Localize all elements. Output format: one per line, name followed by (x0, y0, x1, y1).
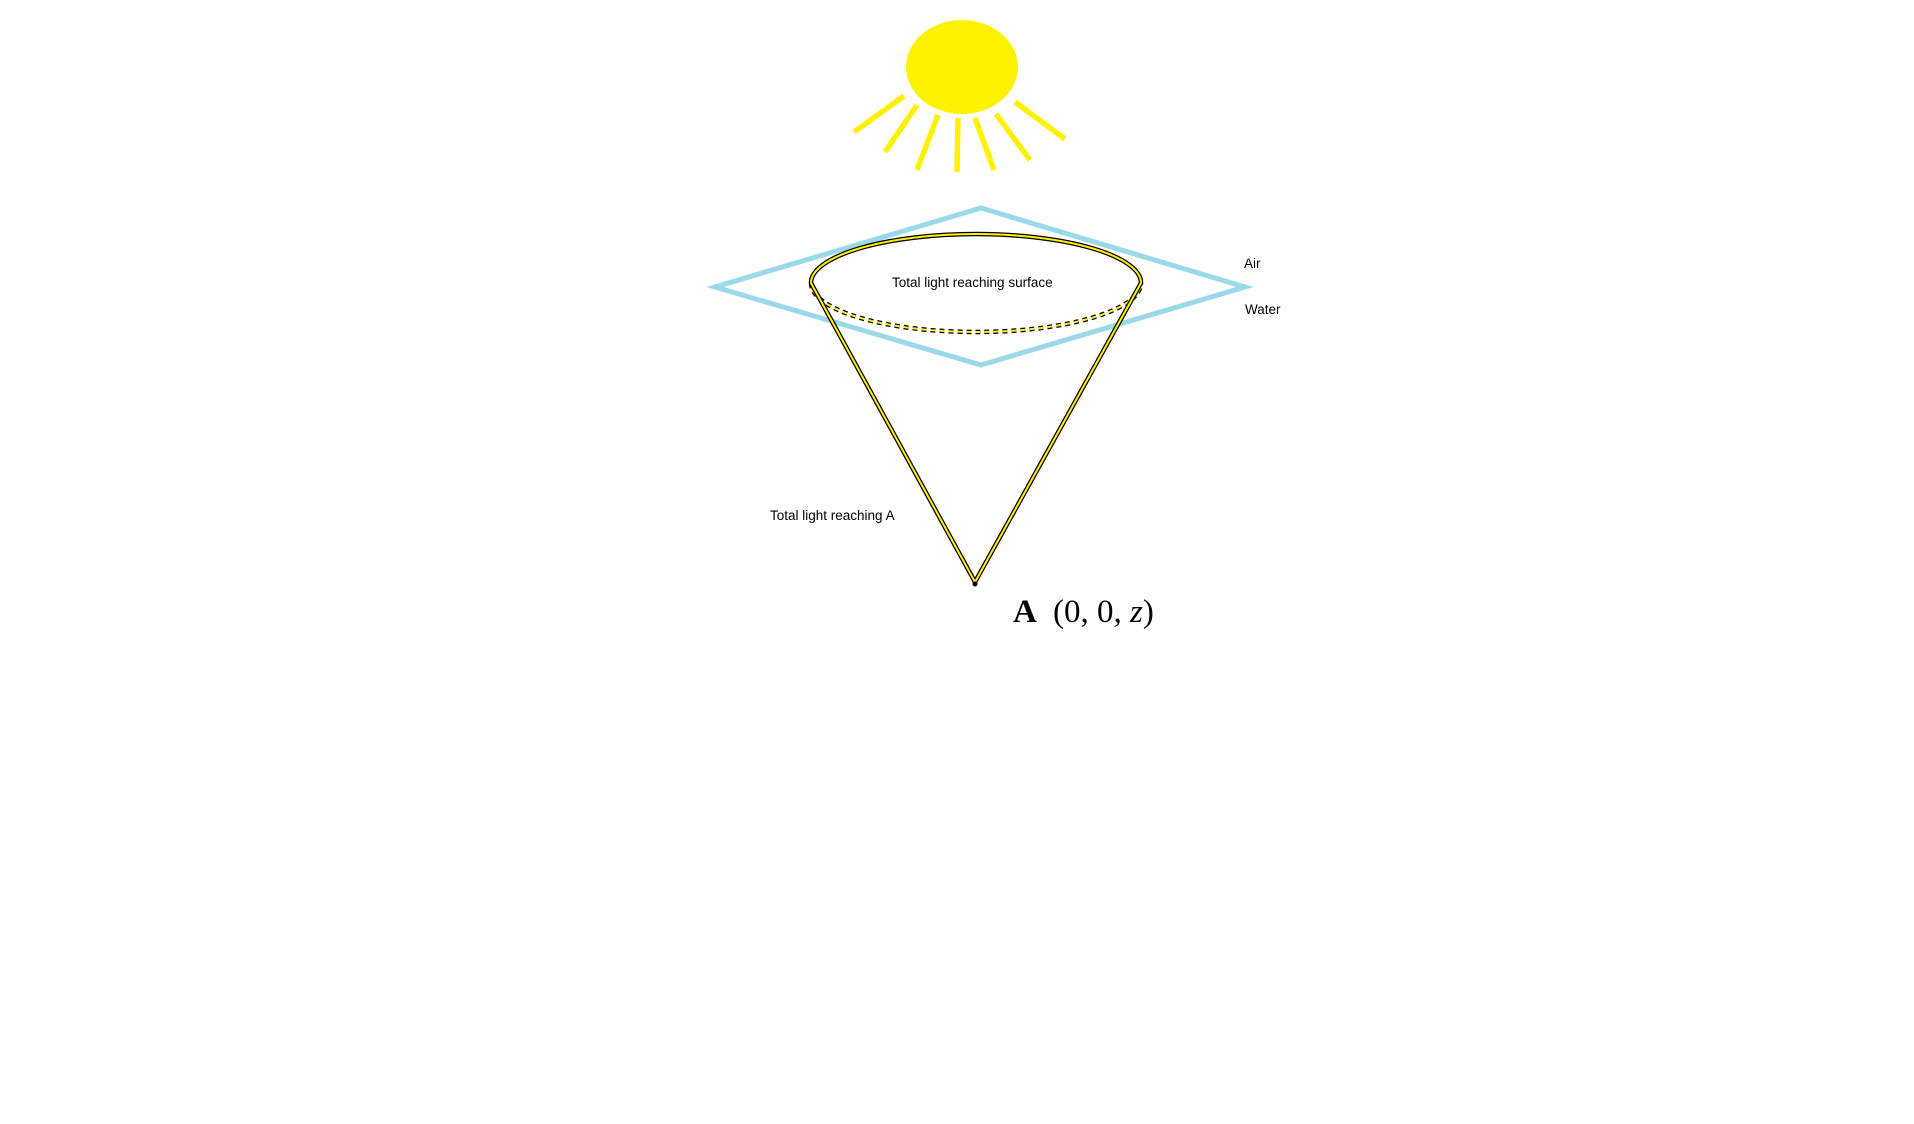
sun-ray (954, 117, 961, 173)
point-a-name: A (1013, 594, 1037, 630)
sun-icon (852, 20, 1067, 173)
sun-ray (852, 93, 906, 135)
water-surface-plane (706, 205, 1254, 368)
coord-close: ) (1143, 594, 1154, 630)
light-at-a-label: Total light reaching A (770, 508, 895, 523)
sun-ray (882, 103, 920, 154)
surface-light-label: Total light reaching surface (892, 275, 1053, 290)
sun-ray (972, 117, 997, 171)
sun-rays (852, 93, 1067, 173)
sun-ray (1013, 99, 1067, 142)
air-label: Air (1244, 256, 1261, 271)
water-label: Water (1245, 302, 1281, 317)
point-a-coordinates: (0, 0, z) (1053, 594, 1154, 630)
cone-rim-back (808, 282, 1144, 335)
coord-open: (0, 0, (1053, 594, 1130, 630)
point-a-marker (972, 581, 978, 587)
sun-disc (906, 20, 1018, 114)
cone-rim-front-fill (810, 233, 1142, 284)
sun-ray (914, 114, 941, 171)
cone-rim-back-fill (810, 282, 1142, 333)
coord-var: z (1129, 594, 1143, 630)
sun-ray (993, 112, 1033, 162)
